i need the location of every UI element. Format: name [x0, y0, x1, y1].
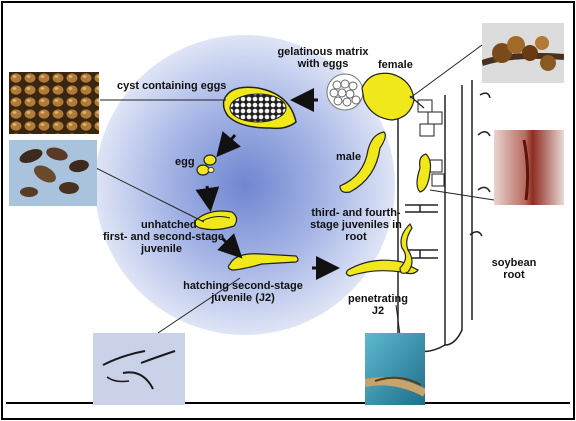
soybean-root-outline — [397, 80, 491, 353]
penetrating-j2-label: penetrating J2 — [348, 293, 408, 317]
cyst-with-eggs — [222, 86, 297, 130]
third-fourth-stage-label: third- and fourth- stage juveniles in ro… — [310, 207, 402, 243]
root-cells — [417, 99, 445, 187]
hatching-j2-label: hatching second-stage juvenile (J2) — [183, 280, 303, 304]
cycle-arrows — [195, 88, 340, 280]
cyst-cluster-photo — [9, 72, 99, 134]
cyst-label: cyst containing eggs — [117, 80, 227, 92]
egg-stage — [196, 154, 217, 176]
gelatinous-matrix-label: gelatinous matrix with eggs — [277, 46, 369, 70]
unhatched-label: unhatched first- and second-stage juveni… — [103, 219, 225, 255]
penetrating-j2-photo — [365, 333, 425, 405]
brown-cysts-photo — [9, 140, 97, 206]
hatching-j2 — [227, 253, 299, 271]
gelatinous-matrix-eggs — [326, 73, 364, 111]
juveniles-microscope-photo — [93, 333, 185, 405]
egg-label: egg — [175, 156, 195, 168]
male-label: male — [336, 151, 362, 163]
root-section-photo — [494, 130, 564, 205]
female-label: female — [378, 59, 413, 71]
male-nematode — [339, 131, 386, 193]
cysts-on-root-photo — [482, 23, 564, 83]
unhatched-juvenile — [194, 210, 238, 231]
root-juvenile — [416, 153, 432, 193]
soybean-root-label: soybean root — [491, 257, 537, 281]
